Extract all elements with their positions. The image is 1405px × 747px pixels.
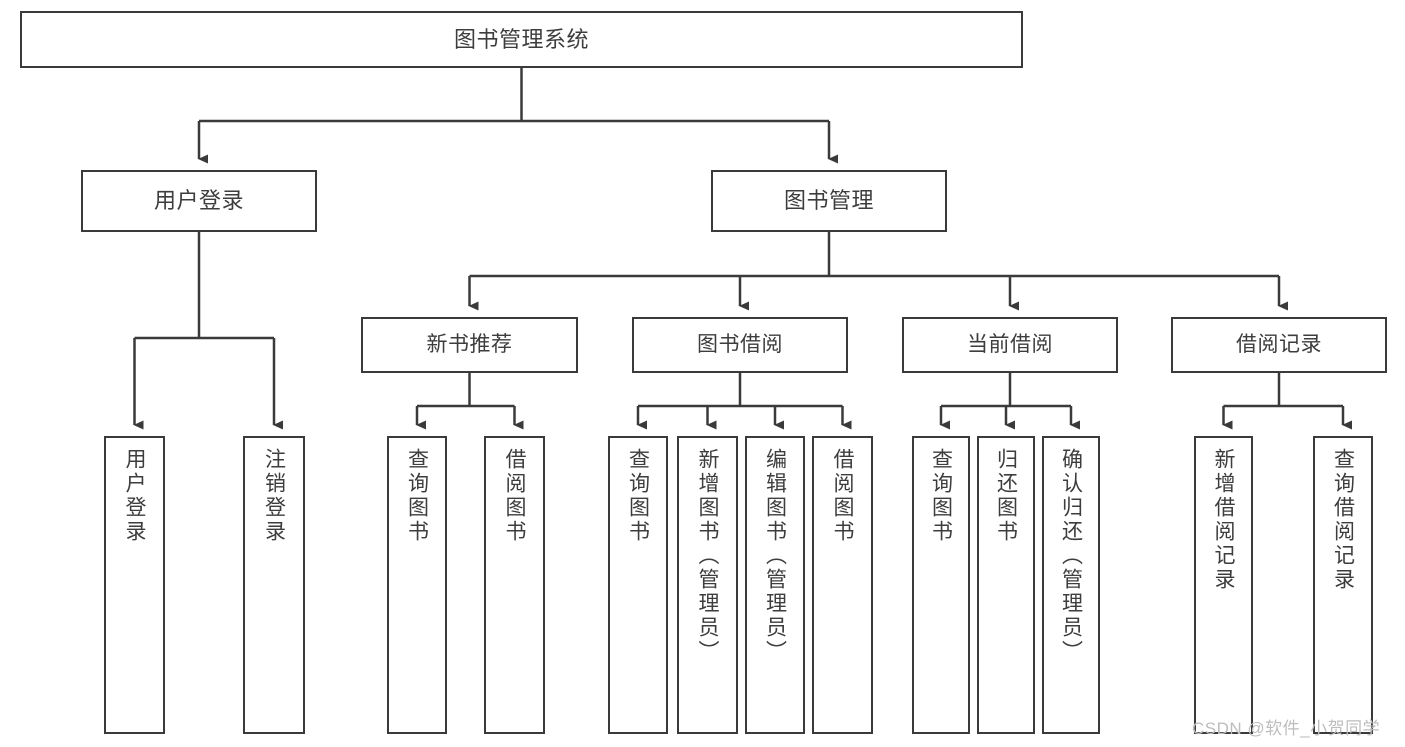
node-label: 归还图书 bbox=[994, 448, 1018, 544]
node-leaf-login-1[interactable]: 用户登录 bbox=[104, 436, 165, 734]
node-leaf-bor-4[interactable]: 借阅图书 bbox=[812, 436, 873, 734]
node-leaf-bor-3[interactable]: 编辑图书（管理员） bbox=[745, 436, 805, 734]
node-borrow[interactable]: 图书借阅 bbox=[632, 317, 848, 373]
node-label: 图书管理系统 bbox=[453, 26, 589, 52]
node-label: 新增图书（管理员） bbox=[696, 448, 719, 664]
node-label: 新书推荐 bbox=[426, 332, 513, 356]
node-newbook[interactable]: 新书推荐 bbox=[361, 317, 578, 373]
node-label: 用户登录 bbox=[123, 448, 146, 544]
node-leaf-cur-1[interactable]: 查询图书 bbox=[912, 436, 970, 734]
node-leaf-new-1[interactable]: 查询图书 bbox=[387, 436, 447, 734]
node-label: 查询借阅记录 bbox=[1331, 448, 1355, 592]
node-leaf-cur-2[interactable]: 归还图书 bbox=[977, 436, 1035, 734]
node-leaf-bor-1[interactable]: 查询图书 bbox=[608, 436, 668, 734]
node-label: 图书借阅 bbox=[697, 332, 783, 356]
node-label: 借阅记录 bbox=[1236, 332, 1322, 356]
node-label: 查询图书 bbox=[405, 448, 429, 544]
node-leaf-login-2[interactable]: 注销登录 bbox=[243, 436, 305, 734]
node-leaf-new-2[interactable]: 借阅图书 bbox=[484, 436, 545, 734]
node-current[interactable]: 当前借阅 bbox=[902, 317, 1118, 373]
node-label: 编辑图书（管理员） bbox=[763, 448, 787, 664]
node-label: 注销登录 bbox=[262, 448, 286, 544]
node-label: 借阅图书 bbox=[831, 448, 854, 544]
node-login[interactable]: 用户登录 bbox=[81, 170, 317, 232]
watermark: CSDN @软件_小贺同学 bbox=[1192, 719, 1381, 738]
node-leaf-bor-2[interactable]: 新增图书（管理员） bbox=[677, 436, 738, 734]
node-label: 当前借阅 bbox=[967, 332, 1053, 356]
node-label: 借阅图书 bbox=[503, 448, 526, 544]
node-label: 图书管理 bbox=[783, 188, 874, 214]
node-bookmgmt[interactable]: 图书管理 bbox=[711, 170, 947, 232]
node-label: 用户登录 bbox=[153, 188, 244, 214]
node-label: 确认归还（管理员） bbox=[1059, 448, 1083, 664]
node-root[interactable]: 图书管理系统 bbox=[20, 11, 1023, 68]
node-label: 查询图书 bbox=[626, 448, 650, 544]
node-leaf-rec-1[interactable]: 新增借阅记录 bbox=[1194, 436, 1253, 734]
node-label: 查询图书 bbox=[929, 448, 953, 544]
node-leaf-rec-2[interactable]: 查询借阅记录 bbox=[1313, 436, 1373, 734]
node-records[interactable]: 借阅记录 bbox=[1171, 317, 1387, 373]
node-label: 新增借阅记录 bbox=[1212, 448, 1235, 592]
node-leaf-cur-3[interactable]: 确认归还（管理员） bbox=[1042, 436, 1100, 734]
